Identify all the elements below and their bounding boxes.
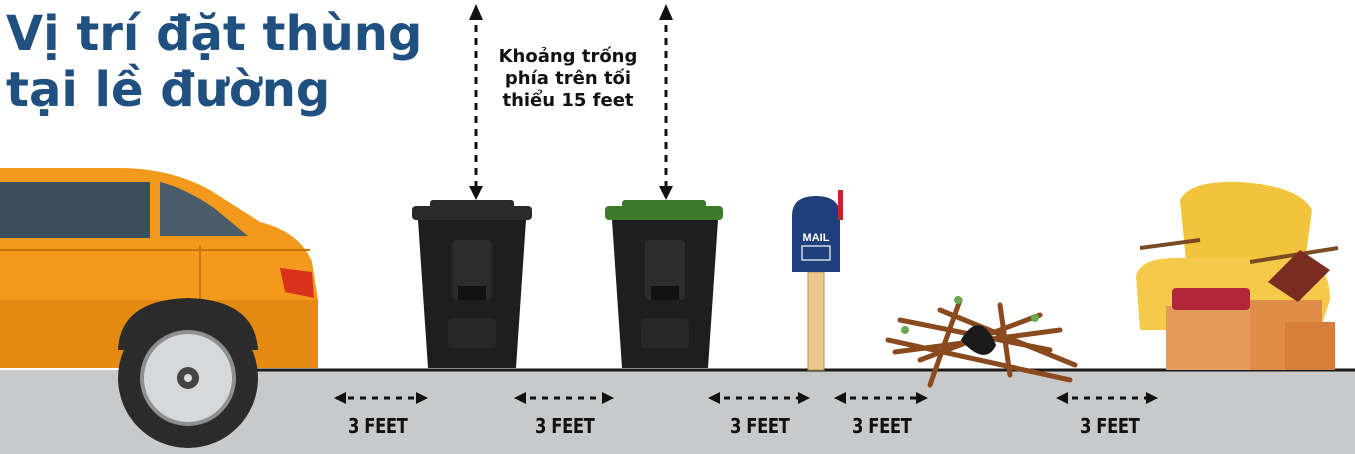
trash-bin-green-lid <box>605 200 723 368</box>
spacing-label-4: 3 FEET <box>852 414 911 438</box>
bulky-items-chair-boxes <box>1136 182 1338 370</box>
page-title: Vị trí đặt thùng tại lề đường <box>6 6 422 118</box>
clearance-label: Khoảng trống phía trên tối thiểu 15 feet <box>488 46 648 112</box>
mailbox-label: MAIL <box>803 232 830 244</box>
mailbox: MAIL <box>792 190 843 370</box>
trash-bin-black <box>412 200 532 368</box>
title-line-2: tại lề đường <box>6 62 422 118</box>
spacing-label-5: 3 FEET <box>1080 414 1139 438</box>
spacing-label-1: 3 FEET <box>348 414 407 438</box>
clearance-line-3: thiểu 15 feet <box>488 90 648 112</box>
spacing-label-2: 3 FEET <box>535 414 594 438</box>
clearance-line-2: phía trên tối <box>488 68 648 90</box>
clearance-line-1: Khoảng trống <box>488 46 648 68</box>
spacing-label-3: 3 FEET <box>730 414 789 438</box>
title-line-1: Vị trí đặt thùng <box>6 6 422 62</box>
